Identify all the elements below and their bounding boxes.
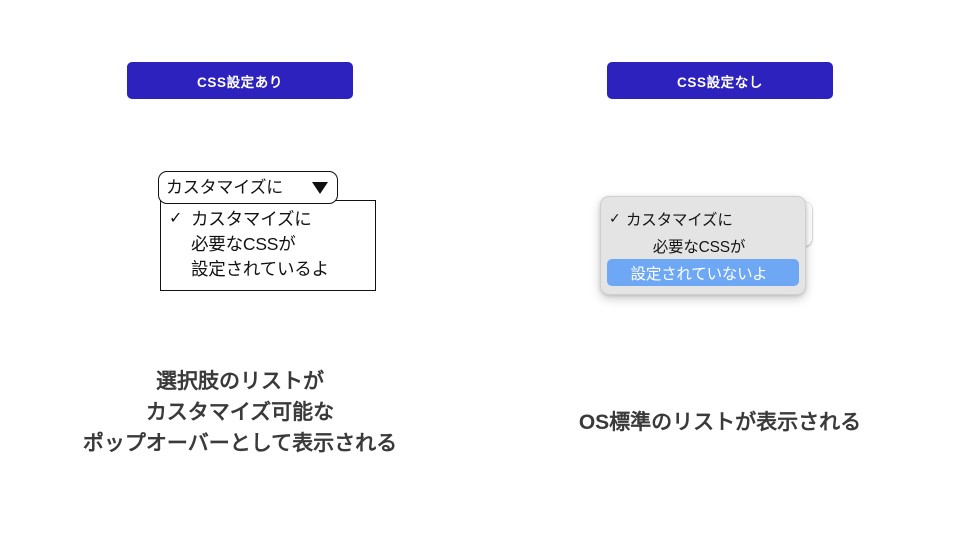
check-icon: ✓ <box>609 210 621 226</box>
custom-select-button[interactable]: カスタマイズに <box>158 171 338 204</box>
check-icon-placeholder: ✓ <box>169 257 191 280</box>
custom-option-row[interactable]: ✓ 必要なCSSが <box>169 232 367 257</box>
custom-select-popover: ✓ カスタマイズに ✓ 必要なCSSが ✓ 設定されているよ <box>160 200 376 291</box>
native-select-popup: ✓ カスタマイズに 必要なCSSが 設定されていないよ <box>600 196 806 295</box>
custom-select-value: カスタマイズに <box>166 178 284 197</box>
chevron-down-icon <box>312 181 328 194</box>
custom-option-label: 設定されているよ <box>191 258 329 279</box>
native-option-label: カスタマイズに <box>626 211 733 229</box>
native-option-label: 設定されていないよ <box>630 265 768 283</box>
caption-line: 選択肢のリストが <box>156 370 324 393</box>
left-caption: 選択肢のリストが カスタマイズ可能な ポップオーバーとして表示される <box>0 366 480 459</box>
right-column: CSS設定なし OS標準のリストが表示される <box>480 0 960 540</box>
right-caption: OS標準のリストが表示される <box>480 407 960 438</box>
caption-line: カスタマイズ可能な <box>145 401 335 425</box>
custom-option-row[interactable]: ✓ 設定されているよ <box>169 257 367 282</box>
caption-line: OS標準のリストが表示される <box>578 411 862 434</box>
header-button-css-applied[interactable]: CSS設定あり <box>127 62 353 99</box>
custom-option-label: 必要なCSSが <box>191 233 296 254</box>
custom-option-label: カスタマイズに <box>191 209 312 229</box>
native-option-row-selected[interactable]: 設定されていないよ <box>607 259 799 286</box>
check-icon-placeholder: ✓ <box>169 232 191 255</box>
left-column: CSS設定あり カスタマイズに ✓ カスタマイズに ✓ 必要なCSSが ✓ 設定… <box>0 62 480 459</box>
header-button-css-none[interactable]: CSS設定なし <box>607 62 833 99</box>
native-option-row[interactable]: ✓ カスタマイズに <box>607 205 799 232</box>
native-option-row[interactable]: 必要なCSSが <box>607 232 799 259</box>
native-select-group: ✓ カスタマイズに 必要なCSSが 設定されていないよ <box>600 196 815 308</box>
check-icon: ✓ <box>169 210 183 227</box>
custom-option-row[interactable]: ✓ カスタマイズに <box>169 207 367 232</box>
caption-line: ポップオーバーとして表示される <box>82 432 398 456</box>
native-option-label: 必要なCSSが <box>652 238 746 256</box>
custom-select-group: カスタマイズに ✓ カスタマイズに ✓ 必要なCSSが ✓ 設定されているよ <box>158 171 376 291</box>
